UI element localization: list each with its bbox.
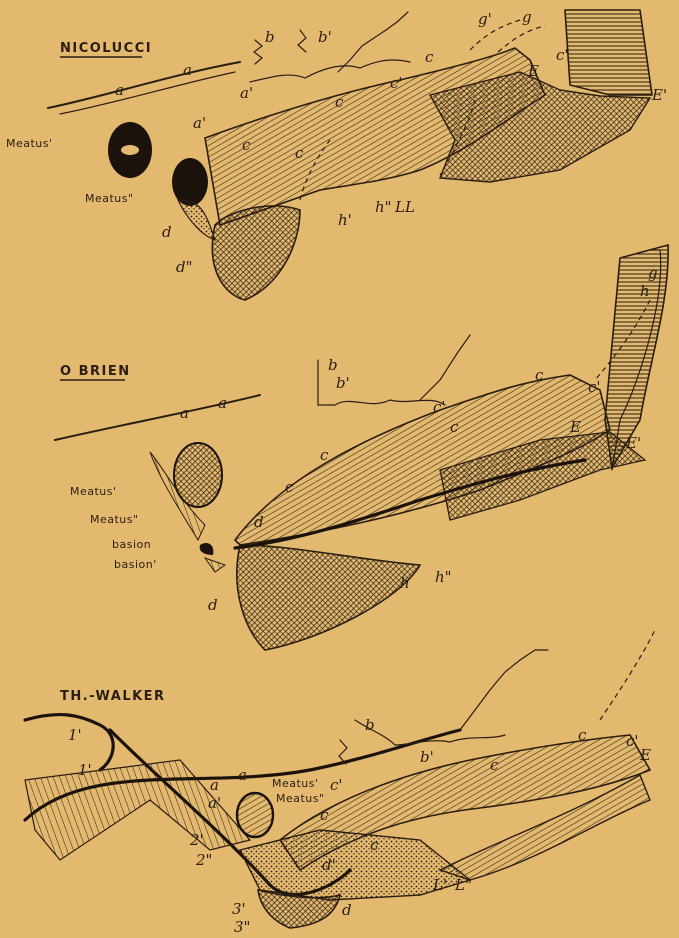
meatus-double-shape: [172, 158, 208, 206]
figure-label: c': [626, 732, 639, 750]
panel-obrien: O BRIEN a a b b' c c: [55, 245, 668, 650]
figure-label: L': [432, 876, 447, 894]
figure-label: E: [527, 62, 539, 80]
figure-label: basion: [112, 538, 151, 551]
figure-label: c: [295, 144, 304, 162]
figure-label: c': [433, 398, 446, 416]
figure-label: a: [238, 766, 247, 784]
meatus-marks: [237, 793, 273, 837]
figure-label: c: [535, 366, 544, 384]
figure-label: g: [522, 8, 532, 26]
figure-label: h": [435, 568, 452, 586]
figure-label: E': [651, 86, 667, 104]
figure-label: c': [330, 776, 343, 794]
figure-label: b: [265, 28, 275, 46]
meatus-ring: [237, 793, 273, 837]
figure-label: 2': [189, 831, 204, 849]
figure-label: g: [648, 264, 658, 282]
panel-walker: TH.-WALKER 1' 1' a a a' b b': [25, 630, 655, 936]
meatus-marks: [150, 443, 225, 572]
figure-label: E: [569, 418, 581, 436]
figure-label: Meatus': [6, 137, 53, 150]
figure-label: E': [625, 434, 641, 452]
figure-label: c: [320, 806, 329, 824]
figure-label: d": [176, 258, 193, 276]
figure-label: d: [342, 901, 352, 919]
figure-label: L: [404, 198, 415, 216]
figure-label: c': [588, 378, 601, 396]
jaw-lobe: [237, 545, 420, 650]
figure-label: h: [640, 282, 650, 300]
figure-label: h': [338, 211, 352, 229]
figure-label: d: [162, 223, 172, 241]
figure-label: L": [454, 876, 472, 894]
figure-label: b': [318, 28, 332, 46]
figure-label: g': [478, 10, 492, 28]
figure-label: c: [285, 478, 294, 496]
figure-label: h: [400, 574, 410, 592]
figure-label: c: [320, 446, 329, 464]
basion-mark: [200, 543, 214, 555]
figure-label: Meatus': [70, 485, 117, 498]
figure-label: 1': [68, 726, 82, 744]
figure-label: 3": [234, 918, 250, 936]
figure-label: b': [420, 748, 434, 766]
brain-shadow: [235, 245, 668, 650]
panel-nicolucci: NICOLUCCI a a: [6, 8, 667, 300]
figure-label: d: [254, 513, 264, 531]
panel-title: TH.-WALKER: [60, 689, 166, 704]
figure-label: a: [183, 61, 192, 79]
figure-label: Meatus": [90, 513, 139, 526]
figure-label: d: [208, 596, 218, 614]
figure-label: c: [335, 93, 344, 111]
panel-title: O BRIEN: [60, 364, 131, 379]
figure-label: a': [240, 84, 253, 102]
figure-label: Meatus": [85, 192, 134, 205]
figure-label: Meatus': [272, 777, 319, 790]
figure-label: 3': [232, 900, 246, 918]
figure-label: c: [370, 836, 379, 854]
figure-label: Meatus": [276, 792, 325, 805]
figure-label: c: [450, 418, 459, 436]
figure-label: a: [115, 81, 124, 99]
figure-label: b: [328, 356, 338, 374]
figure-label: c: [242, 136, 251, 154]
figure-label: a: [180, 404, 189, 422]
figure-label: a: [218, 394, 227, 412]
panel-title: NICOLUCCI: [60, 41, 152, 56]
figure-label: c: [425, 48, 434, 66]
figure-label: 2": [195, 851, 212, 869]
jaw-lobe: [212, 206, 300, 300]
figure-label: c: [578, 726, 587, 744]
figure-label: L: [394, 198, 405, 216]
figure-label: c: [490, 756, 499, 774]
figure-label: c': [390, 74, 403, 92]
rear-block: [565, 10, 652, 95]
figure-label: a: [210, 776, 219, 794]
figure-label: E: [639, 746, 651, 764]
figure-label: a': [208, 794, 221, 812]
figure-label: a': [193, 114, 206, 132]
figure-label: c': [556, 46, 569, 64]
figure-label: b: [365, 716, 375, 734]
figure-label: h": [375, 198, 392, 216]
figure-label: basion': [114, 558, 157, 571]
figure-label: 1': [78, 761, 92, 779]
figure-label: d': [322, 856, 336, 874]
figure-label: b': [336, 374, 350, 392]
